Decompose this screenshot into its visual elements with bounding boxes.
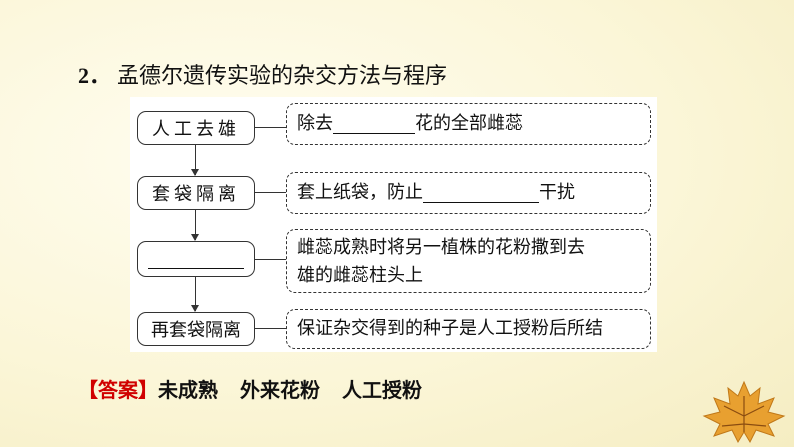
section-title: 2．孟德尔遗传实验的杂交方法与程序 [78, 58, 447, 90]
step-label: 人工去雄 [152, 115, 240, 141]
step-box-pollination [137, 241, 255, 277]
flow-arrow [195, 145, 196, 175]
connector-line [255, 328, 286, 329]
answer-item: 外来花粉 [240, 378, 320, 402]
step-box-emasculation: 人工去雄 [137, 111, 255, 145]
section-number: 2． [78, 63, 111, 88]
connector-line [255, 127, 286, 128]
desc-text: 雄的雌蕊柱头上 [297, 262, 640, 290]
answer-items: 未成熟外来花粉人工授粉 [158, 378, 444, 402]
step-label: 再套袋隔离 [151, 316, 241, 342]
step-desc-emasculation: 除去 花的全部雌蕊 [286, 103, 651, 145]
connector-line [255, 259, 286, 260]
step-box-rebagging: 再套袋隔离 [137, 312, 255, 346]
step-desc-bagging: 套上纸袋，防止 干扰 [286, 172, 651, 214]
connector-line [255, 192, 286, 193]
step-label: 套袋隔离 [152, 180, 240, 206]
answer-blank [423, 184, 539, 203]
desc-text: 雌蕊成熟时将另一植株的花粉撒到去 [297, 234, 640, 262]
desc-text: 保证杂交得到的种子是人工授粉后所结 [297, 315, 603, 343]
desc-text: 干扰 [539, 179, 575, 207]
maple-leaf-icon [700, 376, 788, 444]
answer-tag: 【答案】 [78, 378, 158, 402]
answer-item: 人工授粉 [342, 378, 422, 402]
answer-blank [333, 115, 415, 134]
flow-arrow [195, 277, 196, 311]
desc-text: 花的全部雌蕊 [415, 110, 523, 138]
step-desc-pollination: 雌蕊成熟时将另一植株的花粉撒到去 雄的雌蕊柱头上 [286, 229, 651, 293]
desc-text: 套上纸袋，防止 [297, 179, 423, 207]
answer-item: 未成熟 [158, 378, 218, 402]
desc-text: 除去 [297, 110, 333, 138]
flow-arrow [195, 210, 196, 240]
step-desc-rebagging: 保证杂交得到的种子是人工授粉后所结 [286, 309, 651, 349]
answer-blank [148, 268, 244, 269]
step-box-bagging: 套袋隔离 [137, 176, 255, 210]
section-title-text: 孟德尔遗传实验的杂交方法与程序 [117, 64, 447, 89]
answer-line: 【答案】未成熟外来花粉人工授粉 [78, 374, 444, 403]
